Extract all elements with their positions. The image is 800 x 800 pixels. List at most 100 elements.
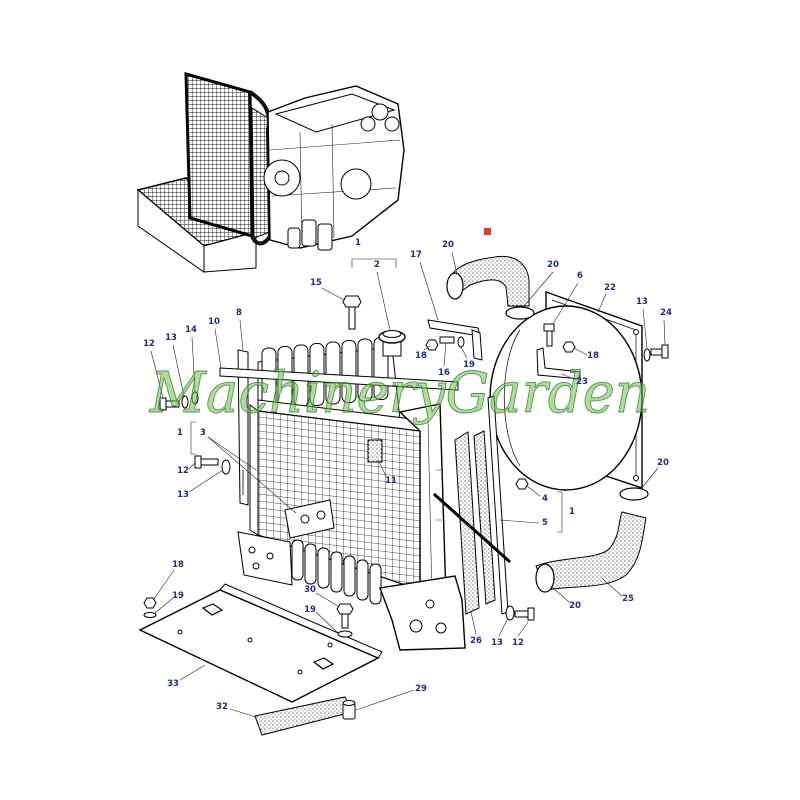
leader-line: [377, 459, 387, 477]
leader-line: [443, 342, 447, 367]
leader-line: [597, 293, 607, 313]
leader-line: [601, 577, 623, 597]
tank-fin: [341, 340, 357, 403]
callout-washer: 13: [165, 333, 177, 343]
washer-13: [181, 395, 189, 409]
leader-line: [642, 308, 648, 349]
callout-nut: 18: [415, 351, 427, 361]
callout-bolt: 12: [143, 339, 155, 349]
leader-line: [188, 469, 224, 493]
base-plate-33: [138, 583, 383, 703]
inset-rocker-cover: [274, 93, 396, 133]
callout-fan-shroud: 22: [604, 283, 616, 293]
bolt-6-shank: [546, 330, 553, 347]
tank-fin: [357, 338, 373, 402]
leader-lines: [150, 251, 666, 718]
leader-line: [499, 519, 540, 524]
leader-line: [526, 485, 541, 497]
washer-13: [505, 605, 515, 621]
nut-18: [143, 597, 157, 609]
inset-tray-side: [137, 188, 205, 273]
bolt-12-shank: [514, 610, 530, 618]
leader-line: [498, 617, 509, 637]
base-plate-clip: [312, 657, 335, 670]
foot-hole: [252, 562, 260, 570]
callout-hose-clamp: 20: [442, 240, 454, 250]
base-plate-hole: [247, 637, 253, 643]
leader-line: [640, 467, 659, 490]
mount-bolt-head: [316, 510, 326, 520]
red-marker-square: [484, 228, 491, 235]
leader-line: [214, 328, 222, 369]
leader-line: [154, 597, 174, 614]
callout-bolt: 12: [512, 638, 524, 648]
leader-line: [153, 569, 175, 600]
bracket-line-left: [190, 421, 196, 455]
callout-nut: 18: [587, 351, 599, 361]
bolt-16: [439, 336, 455, 344]
leader-line: [523, 271, 554, 307]
callout-seal-strip: 26: [470, 636, 482, 646]
shroud-bolt-hole: [633, 475, 639, 481]
leader-line: [229, 708, 257, 718]
leader-line: [451, 251, 458, 275]
leader-line: [179, 664, 206, 681]
callout-assembly-right: 1: [569, 507, 575, 517]
bolt-12-shank: [199, 458, 219, 466]
leader-line: [321, 287, 345, 301]
inset-alternator: [340, 168, 372, 200]
filler-cap-top: [382, 330, 402, 338]
washer-19: [337, 630, 353, 638]
callout-bracket: 23: [576, 377, 588, 387]
side-seal-set: [432, 395, 535, 621]
leader-line: [663, 319, 666, 345]
support-rods: [159, 349, 459, 506]
leader-line: [423, 345, 431, 351]
bottom-fin: [343, 555, 356, 597]
callout-hose-clamp: 20: [569, 601, 581, 611]
hose-clamp-20: [535, 563, 555, 593]
callout-washer: 14: [185, 325, 197, 335]
callout-washer: 13: [636, 297, 648, 307]
leader-line: [315, 592, 339, 607]
callout-spacer: 29: [415, 684, 427, 694]
leader-line: [470, 611, 477, 635]
bolt-15-shank: [348, 306, 356, 330]
hose-clamp-20: [446, 272, 464, 300]
inset-crank-pulley-hub: [274, 170, 290, 186]
leader-line: [517, 621, 529, 637]
engine-inset-illustration: [136, 72, 405, 273]
washer-19: [457, 336, 465, 348]
nut-18: [562, 341, 576, 353]
leader-line: [561, 373, 577, 381]
shroud-bolt-hole: [633, 329, 639, 335]
callout-assembly-left: 1: [177, 428, 183, 438]
outlet-port: [435, 622, 447, 634]
outlet-port: [425, 599, 435, 609]
leader-line: [552, 282, 579, 325]
leader-line: [239, 319, 244, 351]
tie-rod-10: [219, 367, 459, 391]
base-plate-hole: [297, 669, 303, 675]
hose-clamp-20: [619, 487, 649, 501]
leader-line: [376, 271, 391, 331]
leader-line: [207, 436, 257, 471]
inset-block-details: [269, 123, 401, 245]
bottom-hose-body: [535, 511, 647, 591]
filler-neck: [382, 341, 402, 357]
bottom-fin: [304, 543, 317, 585]
callout-bolt: 30: [304, 585, 316, 595]
leader-line: [315, 611, 339, 634]
spacer-29: [342, 700, 356, 720]
callout-washer: 13: [491, 638, 503, 648]
foam-pad-32: [254, 696, 353, 736]
base-plate-hole: [177, 629, 183, 635]
base-plate-clip: [201, 603, 224, 616]
callout-bracket: 17: [410, 250, 422, 260]
bolt-30-head: [336, 603, 354, 615]
diagonal-stay-rod: [432, 492, 512, 564]
foot-hole: [248, 546, 256, 554]
bracket-line-right: [557, 491, 563, 533]
leader-line: [191, 336, 196, 393]
